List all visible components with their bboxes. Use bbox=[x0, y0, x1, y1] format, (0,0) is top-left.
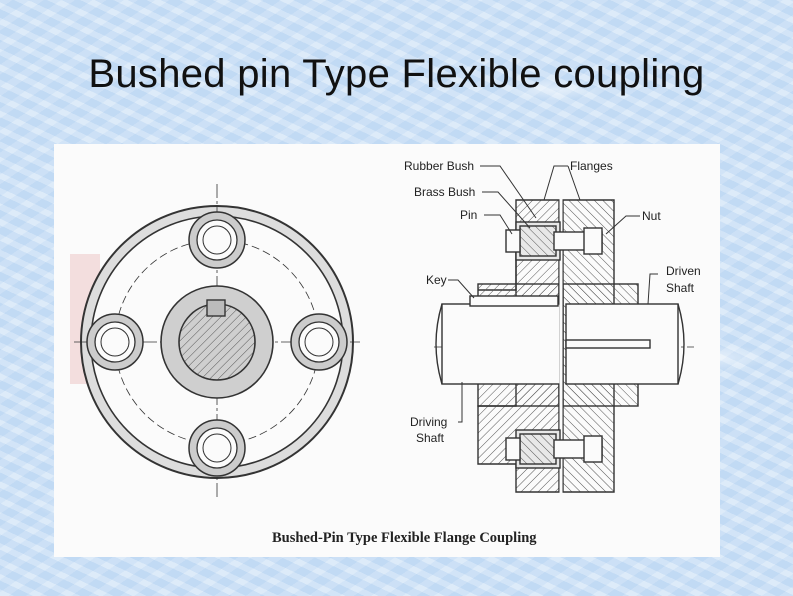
bottom-nut bbox=[583, 435, 603, 463]
driving-shaft bbox=[441, 303, 561, 385]
label-brass-bush: Brass Bush bbox=[414, 185, 475, 199]
label-driven: Driven bbox=[666, 264, 701, 278]
leader-lines bbox=[448, 165, 658, 423]
key bbox=[469, 295, 559, 307]
top-pin-assembly bbox=[505, 221, 603, 261]
coupling-figure: Rubber Bush Brass Bush Pin Flanges Nut K… bbox=[54, 144, 720, 557]
label-driving-shaft: Shaft bbox=[416, 431, 445, 445]
label-pin: Pin bbox=[460, 208, 477, 222]
label-nut: Nut bbox=[642, 209, 661, 223]
pin-right bbox=[290, 313, 348, 371]
label-flanges: Flanges bbox=[570, 159, 613, 173]
top-nut bbox=[583, 227, 603, 255]
pin-bottom bbox=[188, 419, 246, 477]
keyway bbox=[206, 299, 226, 317]
label-rubber-bush: Rubber Bush bbox=[404, 159, 474, 173]
pin-top bbox=[188, 211, 246, 269]
pin-left bbox=[86, 313, 144, 371]
coupling-drawing: Rubber Bush Brass Bush Pin Flanges Nut K… bbox=[70, 159, 701, 546]
bottom-pin-assembly bbox=[505, 429, 603, 469]
section-view bbox=[434, 194, 694, 496]
end-view bbox=[70, 184, 360, 500]
slide-title: Bushed pin Type Flexible coupling bbox=[88, 52, 705, 96]
figure-caption: Bushed-Pin Type Flexible Flange Coupling bbox=[272, 530, 537, 546]
label-driven-shaft: Shaft bbox=[666, 281, 695, 295]
label-driving: Driving bbox=[410, 415, 447, 429]
label-key: Key bbox=[426, 273, 447, 287]
